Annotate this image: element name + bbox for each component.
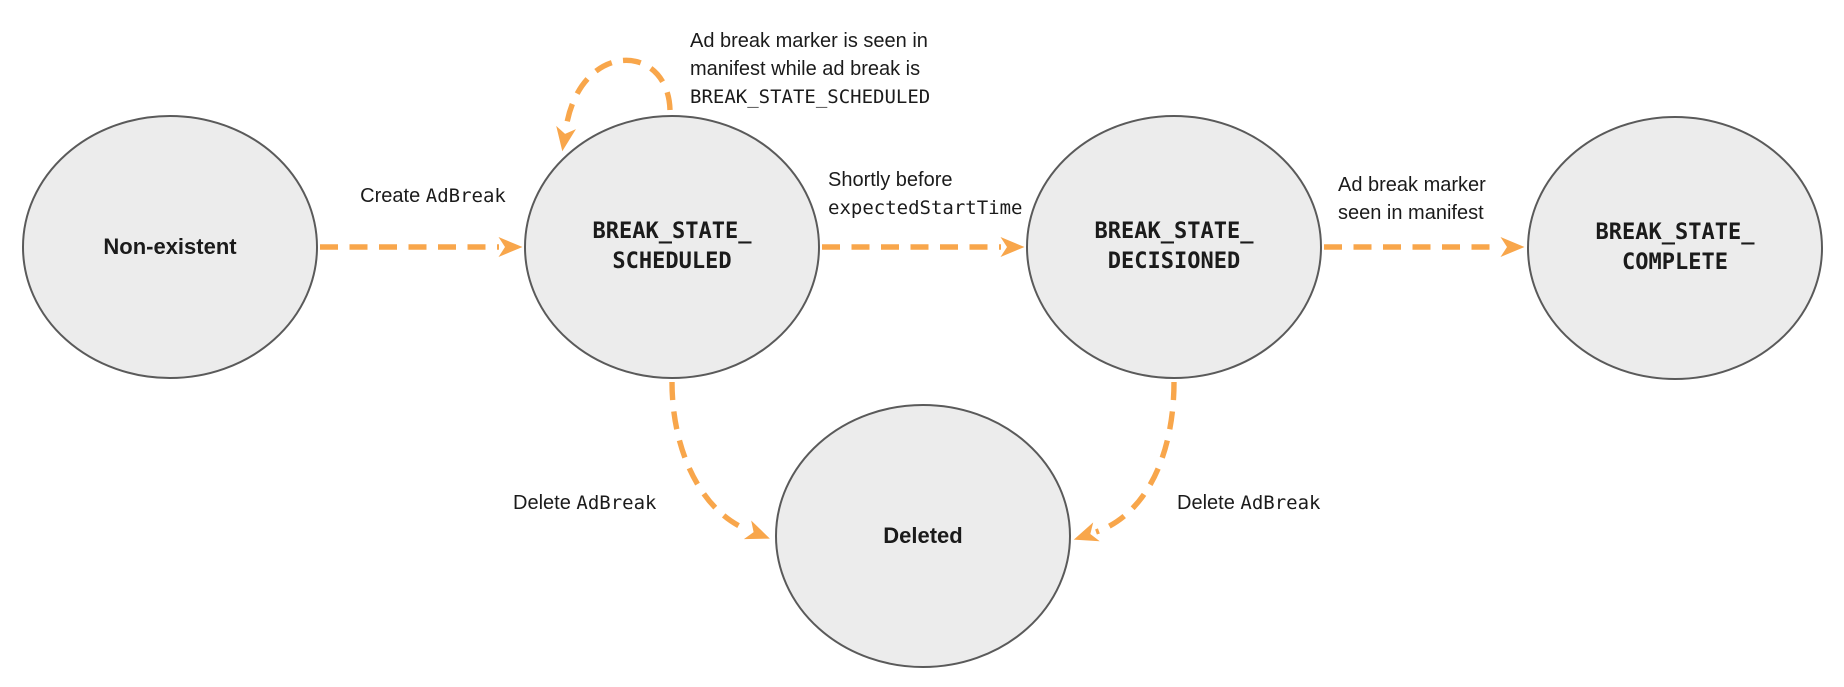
transition-label-code: AdBreak bbox=[576, 492, 657, 514]
state-node-non-existent bbox=[22, 115, 318, 379]
state-node-deleted bbox=[775, 404, 1071, 668]
transition-label-code: AdBreak bbox=[1240, 492, 1321, 514]
transition-label-delete-left: Delete AdBreak bbox=[513, 489, 656, 517]
transition-label-delete-right: Delete AdBreak bbox=[1177, 489, 1320, 517]
transition-label-marker-seen: Ad break marker seen in manifest bbox=[1338, 171, 1486, 227]
state-node-break-state-decisioned bbox=[1026, 115, 1322, 379]
transition-label-code: BREAK_STATE_SCHEDULED bbox=[690, 86, 931, 108]
state-node-break-state-scheduled bbox=[524, 115, 820, 379]
transition-label-line: Shortly before bbox=[828, 169, 953, 191]
transition-label-code: AdBreak bbox=[425, 185, 506, 207]
transition-label-text: Delete bbox=[513, 492, 577, 514]
transition-label-text: Delete bbox=[1177, 492, 1241, 514]
transition-label-shortly-before: Shortly before expectedStartTime bbox=[828, 166, 1022, 222]
transition-label-line: Ad break marker bbox=[1338, 174, 1486, 196]
arrow-delete-from-decisioned bbox=[1073, 381, 1177, 542]
transition-label-text: Create bbox=[360, 185, 426, 207]
transition-label-line: Ad break marker is seen in bbox=[690, 30, 928, 52]
transition-label-line: seen in manifest bbox=[1338, 202, 1484, 224]
state-node-break-state-complete bbox=[1527, 116, 1823, 380]
arrow-delete-from-scheduled bbox=[669, 381, 770, 540]
transition-label-self-loop: Ad break marker is seen in manifest whil… bbox=[690, 27, 930, 111]
transition-label-line: manifest while ad break is bbox=[690, 58, 921, 80]
transition-label-create-adbreak: Create AdBreak bbox=[338, 182, 528, 210]
transition-label-code: expectedStartTime bbox=[828, 197, 1023, 219]
